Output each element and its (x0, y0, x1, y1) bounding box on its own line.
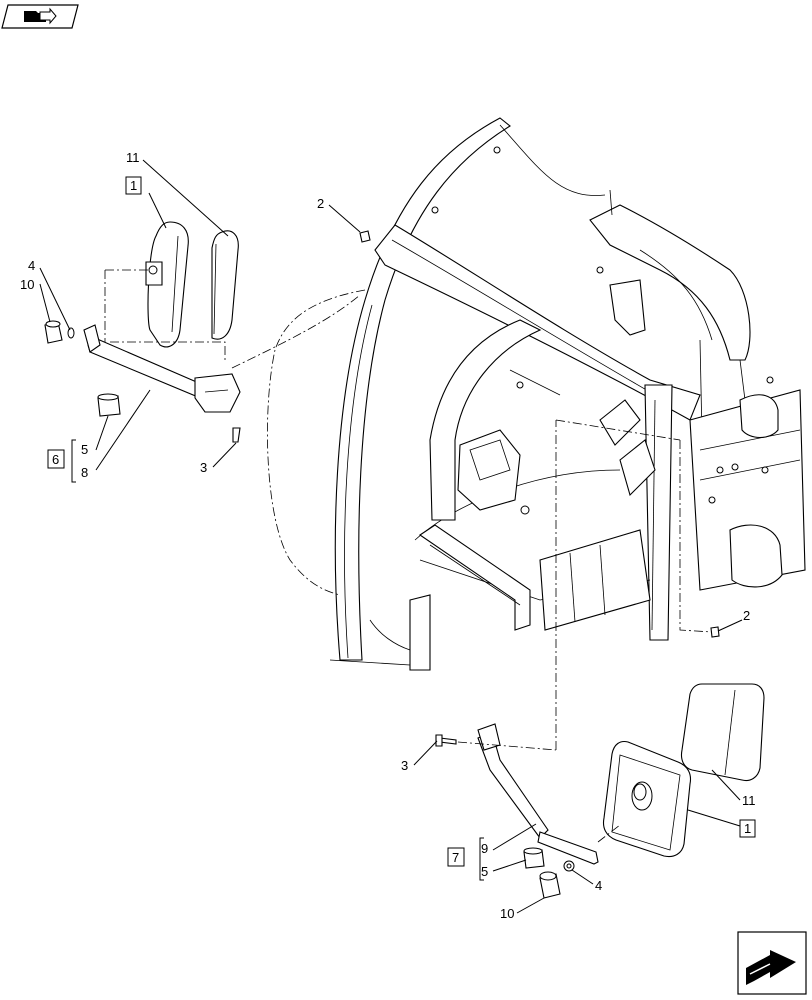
mirror-assembly-right (435, 419, 765, 899)
cab-frame-structure (329, 117, 806, 671)
door-window-outline (267, 289, 366, 596)
callout-6: 6 (52, 452, 59, 467)
mirror-assembly-left (44, 221, 361, 443)
callout-10-left: 10 (20, 277, 34, 292)
mirror-glass-bottom (680, 683, 765, 782)
callout-5-bottom: 5 (481, 864, 488, 879)
callout-3-left: 3 (200, 460, 207, 475)
callout-11-bottom: 11 (742, 793, 756, 808)
callout-9: 9 (481, 841, 488, 856)
callout-11-top: 11 (126, 150, 140, 165)
callout-box-6 (47, 449, 65, 469)
folder-return-icon[interactable] (1, 4, 79, 29)
callout-8: 8 (81, 465, 88, 480)
callout-box-1-top (125, 176, 142, 195)
callout-leaders (39, 159, 743, 914)
callout-1-bottom: 1 (744, 821, 751, 836)
callout-4-left: 4 (28, 258, 35, 273)
callout-5-left: 5 (81, 442, 88, 457)
mirror-glass-top (211, 230, 239, 340)
callout-box-1-bottom (739, 819, 756, 838)
mirror-head-top (147, 221, 189, 348)
callout-2-right: 2 (743, 608, 750, 623)
callout-2-top: 2 (317, 196, 324, 211)
callout-10-bottom: 10 (500, 906, 514, 921)
nut-2-right (710, 626, 720, 638)
callout-box-7 (447, 847, 465, 867)
callout-4-bottom: 4 (595, 878, 602, 893)
callout-1-top: 1 (130, 178, 137, 193)
nut-2-top (359, 230, 371, 243)
callout-7: 7 (452, 850, 459, 865)
callout-labels: 11 1 2 4 10 6 5 8 3 2 3 11 1 7 9 5 4 10 (20, 150, 756, 921)
callout-3-bottom: 3 (401, 758, 408, 773)
next-page-arrow-icon[interactable] (737, 931, 807, 995)
